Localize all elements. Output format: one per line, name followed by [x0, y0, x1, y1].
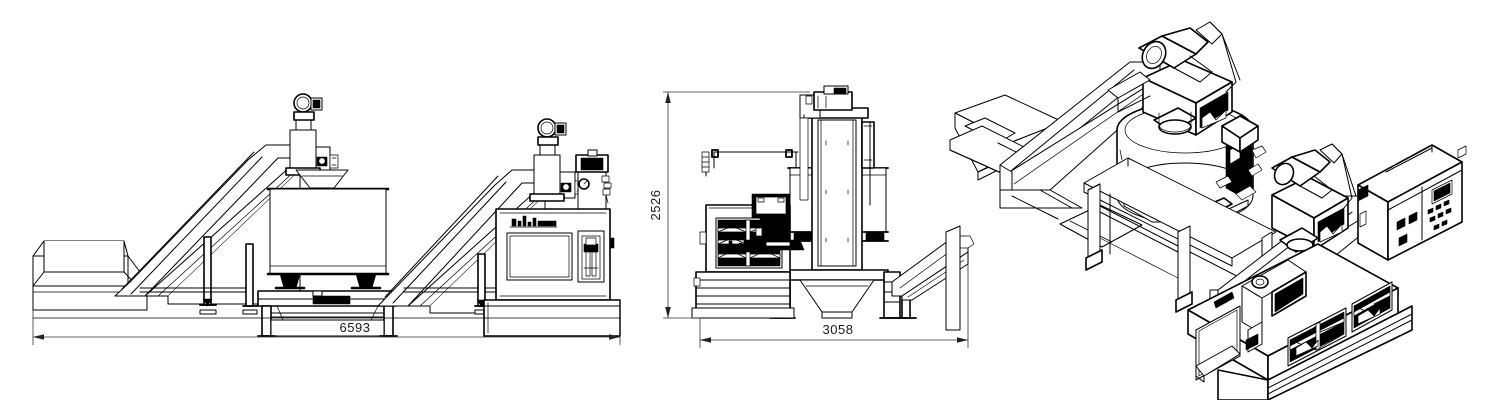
mixer-side-motor-3d: [1215, 115, 1267, 201]
machine-body-3d: [1187, 243, 1413, 400]
dimension-label-2526: 2526: [648, 190, 663, 221]
electrical-control-cabinet-3d: [1357, 144, 1467, 261]
adjacent-cabinet-corner-3d: [945, 225, 961, 331]
inclined-belt-conveyor-left: [114, 144, 301, 315]
view-side-elevation: 6593: [32, 93, 621, 345]
mixer-support-stand-3d: [1083, 157, 1277, 313]
bucket-elevator-column: [799, 85, 875, 271]
gear-motor-3d: [1107, 21, 1241, 136]
push-button-icon: [1408, 211, 1418, 225]
hydraulic-power-unit-side: [575, 149, 612, 210]
dimension-overall-length: 6593: [32, 300, 621, 345]
push-button-icon: [1398, 233, 1408, 247]
machine-body-front: [691, 193, 805, 319]
machine-cabinet-side: [483, 208, 621, 337]
view-isometric: [945, 21, 1467, 400]
dimension-label-6593: 6593: [340, 320, 371, 335]
view-front-elevation: 2526 3058: [648, 85, 975, 348]
push-button-icon: [1396, 217, 1406, 231]
dimension-label-3058: 3058: [823, 322, 854, 337]
steel-support-frame-side: [257, 290, 398, 337]
mixer-drum-side: [266, 187, 390, 290]
nameplate-graphic: [509, 215, 558, 228]
dimension-overall-width: 3058: [699, 264, 969, 348]
gear-motor-drive-right: [529, 118, 584, 202]
lifting-lug-bracket: [701, 149, 799, 177]
dimension-overall-height: 2526: [648, 91, 810, 319]
front-nameplate-graphic: [717, 240, 766, 253]
